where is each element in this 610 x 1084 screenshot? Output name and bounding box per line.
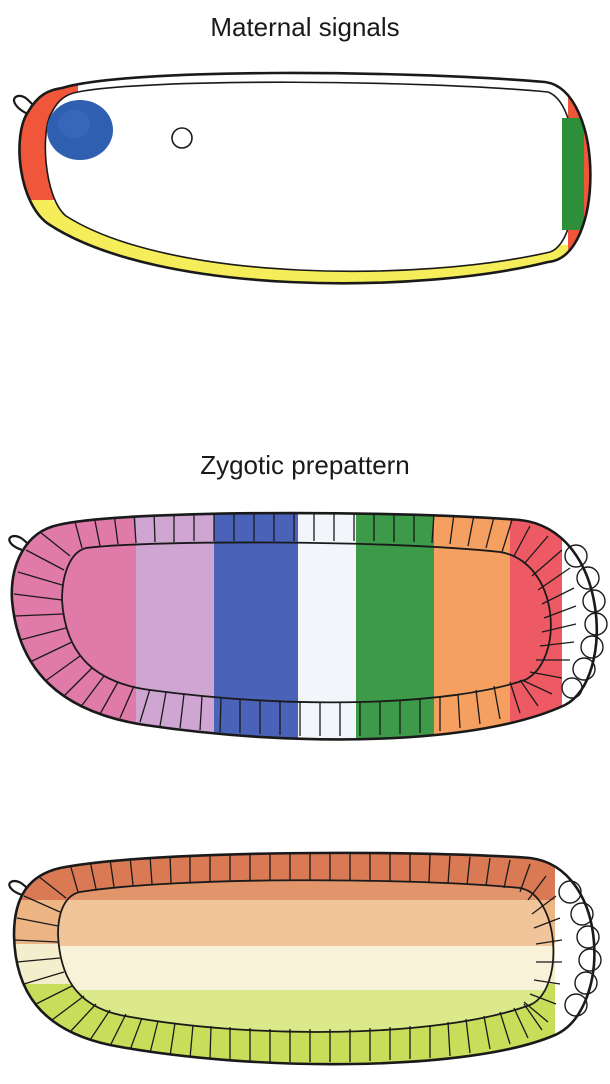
band-blue — [214, 500, 298, 760]
dorsoventral-embryo — [0, 840, 610, 1084]
blue-signal-highlight — [58, 110, 90, 138]
maternal-embryo — [0, 60, 610, 310]
band-lilac — [136, 500, 214, 760]
band-orange — [434, 500, 510, 760]
zygotic-embryo — [0, 500, 610, 760]
inner-peach-shade — [0, 900, 610, 946]
nucleus-circle — [172, 128, 192, 148]
band-white — [298, 500, 356, 760]
inner-cream-shade — [0, 946, 610, 990]
posterior-green-signal — [562, 118, 584, 230]
inner-white-cytoplasm — [45, 82, 576, 271]
band-green — [356, 500, 434, 760]
